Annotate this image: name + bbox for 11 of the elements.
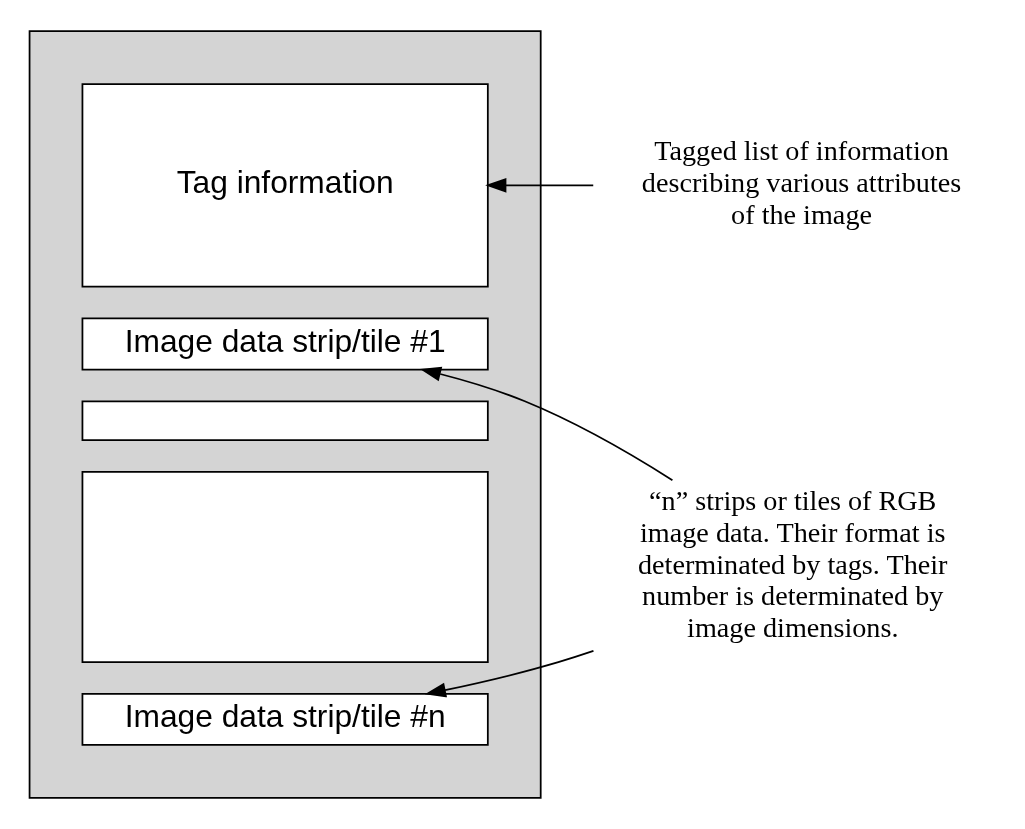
node-text: “n” strips or tiles of RGB image data. Their format is determinated by tags. Their number is determinated by image dimensions.: [638, 485, 948, 644]
node-box: [81, 400, 489, 441]
arrow: [424, 650, 595, 698]
node-box: Image data strip/tile #n: [81, 693, 489, 746]
node-text: Tagged list of information describing various attributes of the image: [641, 135, 962, 230]
node-box: Image data strip/tile #1: [81, 317, 489, 371]
cluster: [28, 30, 542, 799]
arrow: [419, 366, 674, 482]
node-box: Tag information: [81, 83, 489, 288]
arrow: [485, 177, 595, 193]
node-box: [81, 470, 489, 663]
